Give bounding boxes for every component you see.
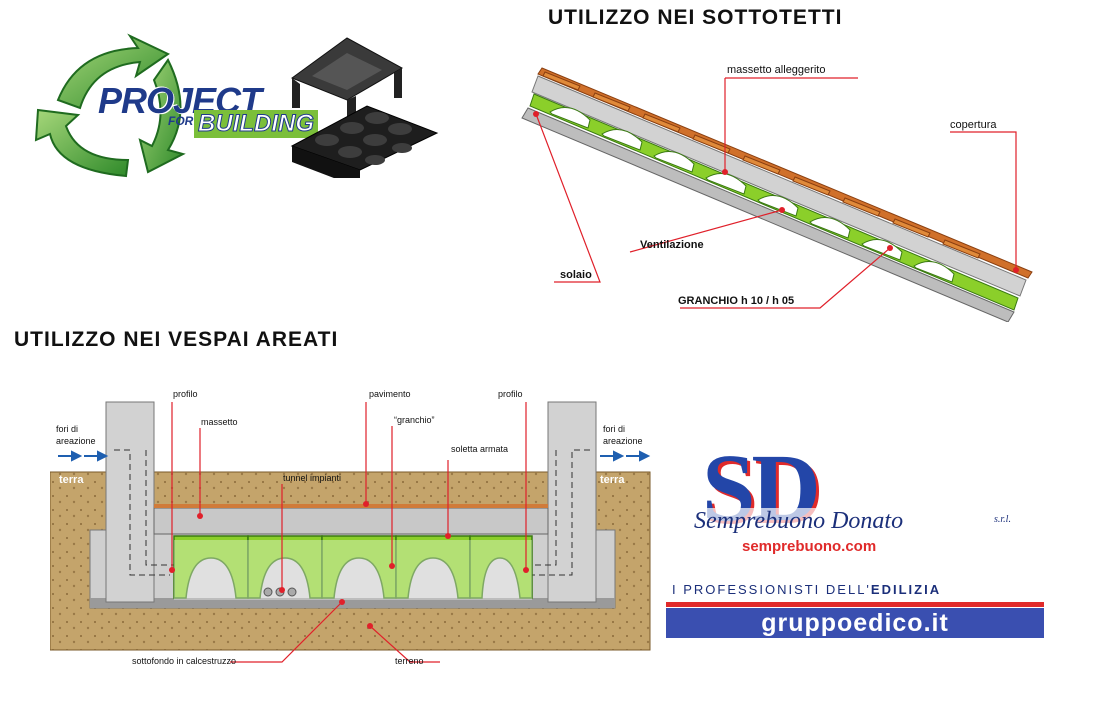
project-for-building-logo: PROJECT FOR BUILDING <box>18 30 318 180</box>
roof-diagram <box>520 60 1040 323</box>
tagline-prefix: I PROFESSIONISTI DELL' <box>672 582 871 597</box>
label-terreno: terreno <box>395 656 424 666</box>
gruppoedico-banner[interactable]: gruppoedico.it <box>666 608 1044 638</box>
roof-section-title: UTILIZZO NEI SOTTOTETTI <box>548 6 843 29</box>
sd-srl: s.r.l. <box>994 514 1011 525</box>
label-profilo-right: profilo <box>498 389 523 399</box>
vespai-diagram <box>49 380 660 670</box>
vespai-section-title: UTILIZZO NEI VESPAI AREATI <box>14 328 339 351</box>
gruppoedico-tagline: I PROFESSIONISTI DELL'EDILIZIA <box>672 582 941 597</box>
logo-building-text: BUILDING <box>194 110 318 138</box>
label-terra-right: terra <box>600 474 625 486</box>
recycle-icon <box>34 33 186 178</box>
label-ventilazione: Ventilazione <box>640 239 704 251</box>
label-soletta-armata: soletta armata <box>451 444 509 454</box>
tagline-bold: EDILIZIA <box>870 582 942 597</box>
label-pavimento: pavimento <box>369 389 411 399</box>
label-tunnel-impianti: tunnel impianti <box>283 473 342 483</box>
label-fori-left-1: fori di <box>56 424 79 434</box>
label-granchio: “granchio” <box>394 415 435 425</box>
label-massetto-alleggerito: massetto alleggerito <box>727 64 826 76</box>
gruppoedico-domain: gruppoedico.it <box>761 608 949 637</box>
logo-for-text: FOR <box>168 114 194 128</box>
label-profilo-left: profilo <box>173 389 198 399</box>
sd-website-link[interactable]: semprebuono.com <box>742 538 877 555</box>
granchio-product-image <box>272 28 452 188</box>
label-solaio: solaio <box>560 269 592 281</box>
sd-logo: SD Semprebuono Donato s.r.l. <box>686 440 1026 558</box>
label-massetto: massetto <box>201 417 238 427</box>
label-terra-left: terra <box>59 474 84 486</box>
label-granchio-h: GRANCHIO h 10 / h 05 <box>678 295 795 307</box>
label-fori-left-2: areazione <box>56 436 96 446</box>
label-fori-right-1: fori di <box>603 424 626 434</box>
gruppoedico-red-bar <box>666 602 1044 607</box>
label-fori-right-2: areazione <box>603 436 643 446</box>
label-sottofondo: sottofondo in calcestruzzo <box>132 656 237 666</box>
sd-script-name: Semprebuono Donato <box>690 508 908 535</box>
label-copertura: copertura <box>950 119 997 131</box>
